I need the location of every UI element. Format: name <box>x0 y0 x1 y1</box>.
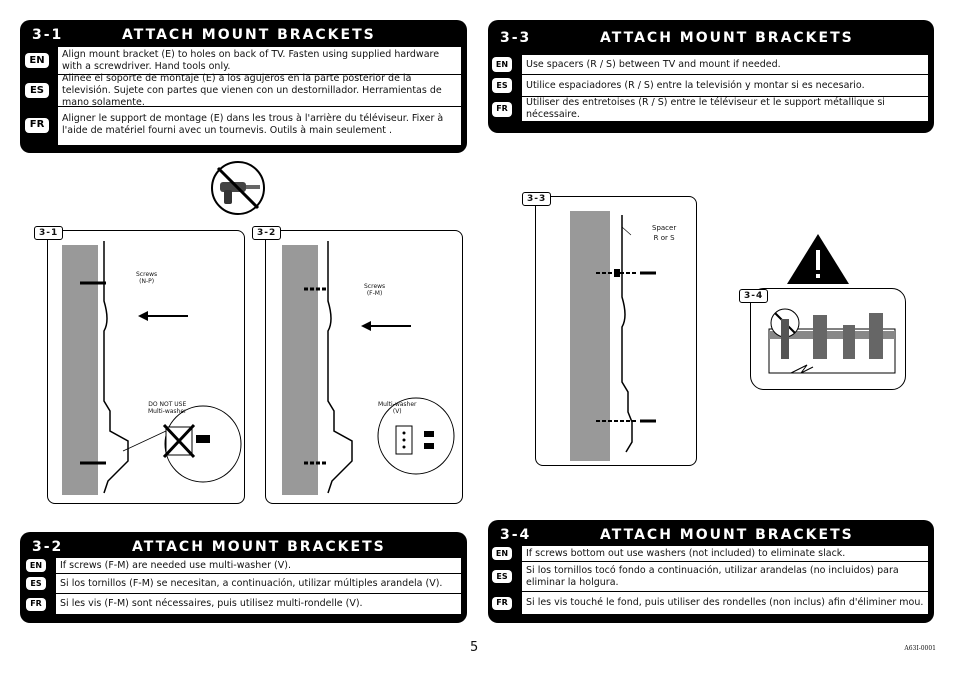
row-text: Si les vis (F-M) sont nécessaires, puis … <box>60 598 363 609</box>
panel-3-2-header: 3-2 ATTACH MOUNT BRACKETS <box>32 532 459 562</box>
row-text: Align mount bracket (E) to holes on back… <box>62 48 440 72</box>
panel-3-1-header: 3-1 ATTACH MOUNT BRACKETS <box>32 20 459 50</box>
washer-diagram <box>768 308 896 374</box>
tv-bracket-side-view <box>282 241 455 495</box>
lang-badge-fr: FR <box>26 597 46 611</box>
row-en: EN If screws bottom out use washers (not… <box>492 546 928 562</box>
tv-bracket-side-view <box>62 241 242 495</box>
page-number: 5 <box>470 640 479 655</box>
row-fr: FR Utiliser des entretoises (R / S) entr… <box>492 97 928 121</box>
row-en: EN If screws (F-M) are needed use multi-… <box>26 558 461 574</box>
row-text: Use spacers (R / S) between TV and mount… <box>526 58 781 70</box>
document-code: A63I-0001 <box>904 645 936 652</box>
row-en: EN Align mount bracket (E) to holes on b… <box>25 47 461 75</box>
step-number: 3-2 <box>32 539 64 555</box>
figure-3-3: 3-3 Spacer R or S <box>522 192 697 466</box>
lang-badge-en: EN <box>492 547 512 560</box>
row-fr: FR Si les vis (F-M) sont nécessaires, pu… <box>26 594 461 614</box>
lang-badge-fr: FR <box>492 101 512 117</box>
screws-label: Screws (F-M) <box>364 283 386 297</box>
figure-3-4: 3-4 <box>739 288 906 390</box>
row-fr: FR Aligner le support de montage (E) dan… <box>25 107 461 143</box>
instruction-rows: EN If screws (F-M) are needed use multi-… <box>26 558 461 614</box>
figure-tag: 3-3 <box>522 192 552 206</box>
row-text: Si les vis touché le fond, puis utiliser… <box>526 597 924 608</box>
lang-badge-es: ES <box>492 78 512 93</box>
panel-3-1: 3-1 ATTACH MOUNT BRACKETS EN Align mount… <box>20 20 467 153</box>
note-label: Multi-washer (V) <box>378 401 417 415</box>
panel-3-3-header: 3-3 ATTACH MOUNT BRACKETS <box>500 23 926 53</box>
panel-3-3: 3-3 ATTACH MOUNT BRACKETS EN Use spacers… <box>488 20 934 133</box>
row-en: EN Use spacers (R / S) between TV and mo… <box>492 55 928 75</box>
instruction-rows: EN Use spacers (R / S) between TV and mo… <box>492 55 928 121</box>
step-title: ATTACH MOUNT BRACKETS <box>122 27 376 43</box>
step-number: 3-4 <box>500 527 532 543</box>
lang-badge-en: EN <box>25 53 49 68</box>
warning-icon <box>787 234 849 284</box>
row-fr: FR Si les vis touché le fond, puis utili… <box>492 592 928 614</box>
figure-tag: 3-4 <box>739 289 769 303</box>
figure-tag: 3-1 <box>34 226 64 240</box>
figure-tag: 3-2 <box>252 226 282 240</box>
row-text: Si los tornillos tocó fondo a continuaci… <box>526 564 899 588</box>
screwdriver-only-icon <box>211 161 265 215</box>
panel-3-2: 3-2 ATTACH MOUNT BRACKETS EN If screws (… <box>20 532 467 623</box>
figure-3-1: 3-1 Screws (N-P) DO NOT USE Multi-washer <box>34 226 245 504</box>
screws-label: Screws (N-P) <box>136 271 158 285</box>
step-number: 3-3 <box>500 30 532 46</box>
lang-badge-es: ES <box>25 83 49 98</box>
row-es: ES Alinee el soporte de montaje (E) a lo… <box>25 72 461 108</box>
lang-badge-en: EN <box>26 559 46 572</box>
lang-badge-fr: FR <box>25 117 49 133</box>
step-number: 3-1 <box>32 27 64 43</box>
row-text: If screws (F-M) are needed use multi-was… <box>60 559 291 571</box>
panel-3-4-header: 3-4 ATTACH MOUNT BRACKETS <box>500 520 926 550</box>
row-text: Utiliser des entretoises (R / S) entre l… <box>526 97 885 120</box>
row-es: ES Utilice espaciadores (R / S) entre la… <box>492 75 928 97</box>
row-text: Si los tornillos (F-M) se necesitan, a c… <box>60 577 443 589</box>
row-text: Alinee el soporte de montaje (E) a los a… <box>62 72 442 108</box>
instruction-rows: EN Align mount bracket (E) to holes on b… <box>25 47 461 145</box>
spacer-label: Spacer R or S <box>652 224 677 242</box>
note-label: DO NOT USE Multi-washer <box>148 401 187 415</box>
row-text: Aligner le support de montage (E) dans l… <box>62 113 444 136</box>
row-es: ES Si los tornillos (F-M) se necesitan, … <box>26 574 461 594</box>
row-es: ES Si los tornillos tocó fondo a continu… <box>492 562 928 592</box>
lang-badge-es: ES <box>492 570 512 583</box>
panel-3-4: 3-4 ATTACH MOUNT BRACKETS EN If screws b… <box>488 520 934 623</box>
instruction-rows: EN If screws bottom out use washers (not… <box>492 546 928 614</box>
row-text: Utilice espaciadores (R / S) entre la te… <box>526 79 865 91</box>
step-title: ATTACH MOUNT BRACKETS <box>600 30 854 46</box>
step-title: ATTACH MOUNT BRACKETS <box>600 527 854 543</box>
step-title: ATTACH MOUNT BRACKETS <box>132 539 386 555</box>
row-text: If screws bottom out use washers (not in… <box>526 547 846 559</box>
lang-badge-es: ES <box>26 577 46 590</box>
figure-3-2: 3-2 Screws (F-M) Multi-washer (V) <box>252 226 463 504</box>
lang-badge-en: EN <box>492 57 512 72</box>
tv-spacer-side-view <box>570 211 656 461</box>
lang-badge-fr: FR <box>492 596 512 610</box>
